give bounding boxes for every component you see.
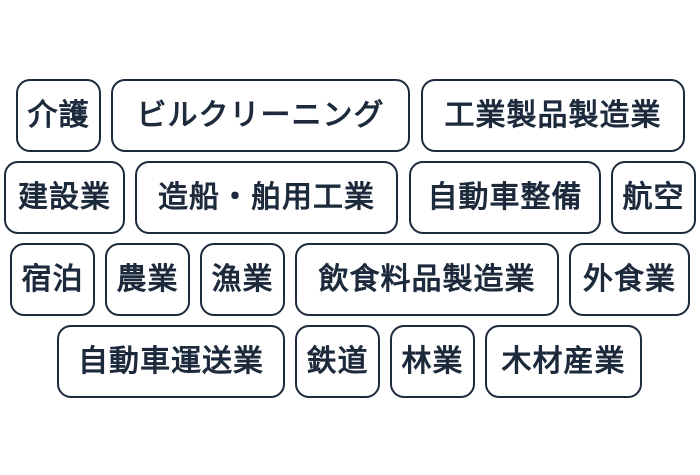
tag-fishery[interactable]: 漁業	[200, 243, 285, 316]
tag-label: 造船・舶用工業	[158, 179, 375, 215]
tag-label: 自動車整備	[427, 179, 583, 215]
tag-label: 工業製品製造業	[444, 97, 662, 133]
tag-label: 木材産業	[501, 343, 626, 379]
tag-construction[interactable]: 建設業	[4, 161, 125, 234]
tag-label: ビルクリーニング	[136, 97, 385, 133]
tag-automobile-maintenance[interactable]: 自動車整備	[409, 161, 601, 234]
tag-label: 建設業	[18, 179, 111, 215]
tag-label: 林業	[401, 343, 464, 379]
tag-building-cleaning[interactable]: ビルクリーニング	[111, 79, 410, 152]
tag-label: 漁業	[211, 261, 274, 297]
tag-automobile-transport[interactable]: 自動車運送業	[57, 325, 285, 398]
tag-label: 農業	[116, 261, 179, 297]
tag-label: 宿泊	[21, 261, 84, 297]
tag-food-beverage-manufacturing[interactable]: 飲食料品製造業	[295, 243, 559, 316]
tag-railway[interactable]: 鉄道	[295, 325, 380, 398]
tag-food-service[interactable]: 外食業	[569, 243, 690, 316]
tag-label: 介護	[27, 97, 90, 133]
tag-shipbuilding-marine[interactable]: 造船・舶用工業	[135, 161, 398, 234]
tag-kaigo[interactable]: 介護	[16, 79, 101, 152]
tag-accommodation[interactable]: 宿泊	[10, 243, 95, 316]
tag-label: 自動車運送業	[78, 343, 264, 379]
tag-label: 航空	[622, 179, 685, 215]
tag-industrial-products-manufacturing[interactable]: 工業製品製造業	[421, 79, 685, 152]
tag-wood-industry[interactable]: 木材産業	[485, 325, 642, 398]
tag-label: 飲食料品製造業	[318, 261, 536, 297]
tag-label: 外食業	[583, 261, 676, 297]
tag-label: 鉄道	[306, 343, 369, 379]
tag-agriculture[interactable]: 農業	[105, 243, 190, 316]
tag-forestry[interactable]: 林業	[390, 325, 475, 398]
tag-aviation[interactable]: 航空	[611, 161, 696, 234]
